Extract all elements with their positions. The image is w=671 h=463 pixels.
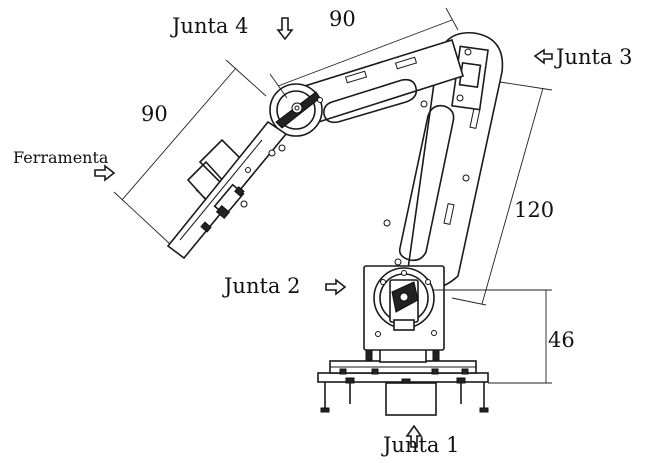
label-ferramenta: Ferramenta bbox=[13, 148, 109, 167]
tool-link bbox=[166, 120, 288, 260]
dimension-tool-length bbox=[113, 59, 267, 245]
joint-3-servo bbox=[451, 45, 489, 111]
joint-2-bracket bbox=[363, 265, 445, 351]
dimension-base-height-label: 46 bbox=[548, 328, 575, 352]
arrow-left-icon bbox=[533, 48, 553, 65]
tool-bar bbox=[166, 120, 288, 260]
arrow-down-icon bbox=[276, 17, 294, 41]
arrow-up-icon bbox=[405, 424, 423, 448]
base-standoffs bbox=[320, 345, 489, 413]
dimension-link2-length bbox=[451, 81, 553, 306]
label-junta-3: Junta 3 bbox=[554, 45, 632, 69]
arrow-right-icon bbox=[94, 164, 116, 182]
label-junta-1: Junta 1 bbox=[381, 433, 459, 457]
dimension-link3-length bbox=[269, 7, 459, 99]
base-motor bbox=[385, 382, 437, 416]
robot-base bbox=[317, 345, 489, 416]
label-junta-4: Junta 4 bbox=[170, 14, 248, 38]
dimension-link3-length-label: 90 bbox=[329, 7, 356, 31]
joint-4 bbox=[269, 83, 323, 152]
dimension-tool-length-label: 90 bbox=[141, 102, 168, 126]
arrow-right-icon bbox=[325, 278, 347, 296]
dimension-link2-length-label: 120 bbox=[514, 198, 554, 222]
dimension-base-height bbox=[432, 289, 552, 384]
label-junta-2: Junta 2 bbox=[222, 274, 300, 298]
